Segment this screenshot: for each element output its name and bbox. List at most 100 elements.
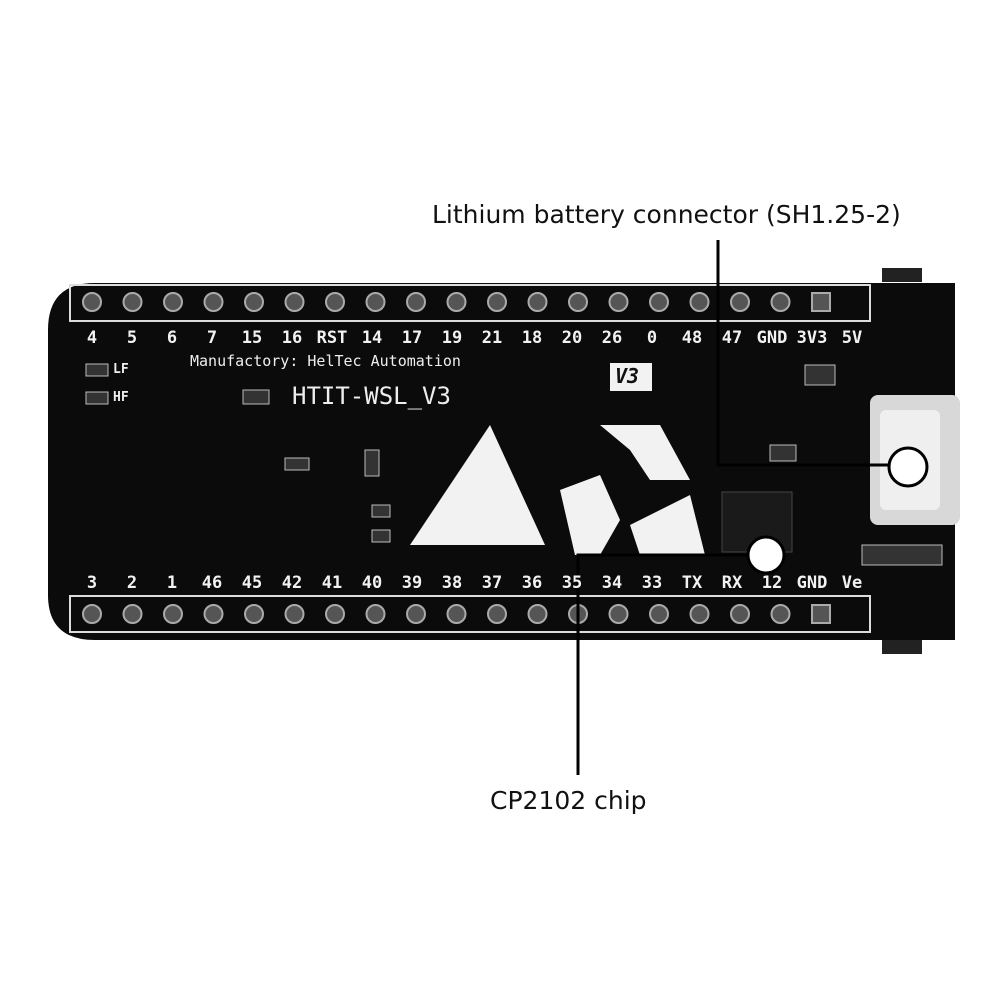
pin-label: 5	[126, 328, 138, 348]
chip-callout-line	[576, 553, 748, 775]
pin-label: 5V	[841, 328, 863, 348]
pin-hole	[284, 292, 305, 312]
pin-label: 16	[281, 328, 303, 348]
pin-hole	[82, 292, 102, 312]
pin-hole	[82, 604, 102, 624]
bottom-pin-labels: 3 2 1 46 45 42 41 40 39 38 37 36 35 34 33 TX RX 12 GND Ve	[72, 573, 872, 593]
pin-label: 45	[241, 573, 263, 593]
pin-label: 38	[441, 573, 463, 593]
chip-callout: CP2102 chip	[490, 786, 647, 815]
pin-hole	[770, 604, 791, 624]
version-badge-bg	[610, 363, 652, 391]
pin-hole	[203, 292, 224, 312]
pin-hole	[203, 604, 224, 624]
pin-hole	[163, 604, 183, 624]
pin-hole	[730, 604, 750, 624]
pin-label: 19	[441, 328, 463, 348]
pin-label: GND	[796, 573, 828, 593]
manufacturer-text: Manufactory: HelTec Automation	[190, 352, 461, 370]
pin-label: 17	[401, 328, 423, 348]
pin-label: RST	[316, 328, 348, 348]
pin-label: 20	[561, 328, 583, 348]
pin-label: 39	[401, 573, 423, 593]
battery-connector-callout: Lithium battery connector (SH1.25-2)	[432, 200, 901, 229]
pin-label: 21	[481, 328, 503, 348]
pin-hole	[325, 604, 345, 624]
pin-hole	[446, 292, 467, 312]
pin-label: 40	[361, 573, 383, 593]
pin-label: 34	[601, 573, 623, 593]
pin-label: 37	[481, 573, 503, 593]
pin-hole	[527, 604, 548, 624]
pin-hole	[244, 292, 264, 312]
pin-hole	[730, 292, 750, 312]
top-pin-labels: 4 5 6 7 15 16 RST 14 17 19 21 18 20 26 0 48 47 GND 3V3 5V	[72, 328, 872, 348]
top-header-outline	[69, 284, 871, 322]
pin-label: 18	[521, 328, 543, 348]
chip-callout-marker	[746, 535, 786, 575]
pin-hole	[406, 292, 426, 312]
pin-hole	[325, 292, 345, 312]
model-label: HTIT-WSL_V3	[292, 382, 451, 410]
pin-label: 35	[561, 573, 583, 593]
recycle-symbol	[560, 425, 705, 555]
battery-callout-marker	[887, 446, 929, 488]
pin-hole	[446, 604, 467, 624]
pin-hole	[608, 292, 629, 312]
smd-components	[85, 363, 943, 566]
pin-label: 12	[761, 573, 783, 593]
bottom-header-outline	[69, 595, 871, 633]
pin-hole	[365, 604, 386, 624]
pin-label: 14	[361, 328, 383, 348]
pin-label: 33	[641, 573, 663, 593]
pin-hole	[487, 604, 507, 624]
pin-label: 26	[601, 328, 623, 348]
pin-hole	[689, 604, 710, 624]
pin-hole	[527, 292, 548, 312]
pin-hole	[568, 292, 588, 312]
esd-symbol	[410, 425, 545, 545]
pin-hole	[122, 604, 143, 624]
pin-hole	[163, 292, 183, 312]
pin-hole	[811, 604, 831, 624]
pin-label: RX	[721, 573, 743, 593]
bottom-pin-holes	[82, 604, 831, 624]
button-bottom	[882, 640, 922, 654]
pin-label: 47	[721, 328, 743, 348]
pin-label: Ve	[841, 573, 863, 593]
pin-label: 36	[521, 573, 543, 593]
pin-hole	[689, 292, 710, 312]
pin-label: 3V3	[796, 328, 828, 348]
pin-hole	[649, 292, 669, 312]
pin-label: 48	[681, 328, 703, 348]
lf-label: LF	[113, 362, 129, 377]
battery-callout-line	[716, 240, 890, 467]
pin-hole	[122, 292, 143, 312]
pin-hole	[244, 604, 264, 624]
pin-label: TX	[681, 573, 703, 593]
pin-label: 7	[206, 328, 218, 348]
pin-hole	[608, 604, 629, 624]
pin-hole	[406, 604, 426, 624]
pin-hole	[365, 292, 386, 312]
button-top	[882, 268, 922, 282]
pin-label: 1	[166, 573, 178, 593]
pin-label: 15	[241, 328, 263, 348]
pin-label: 0	[646, 328, 658, 348]
pin-hole	[811, 292, 831, 312]
pin-label: 42	[281, 573, 303, 593]
pin-label: 46	[201, 573, 223, 593]
pin-label: 4	[86, 328, 98, 348]
version-badge: V3	[615, 364, 640, 388]
top-pin-holes	[82, 292, 831, 312]
pin-label: 3	[86, 573, 98, 593]
pin-hole	[770, 292, 791, 312]
pin-hole	[284, 604, 305, 624]
pin-hole	[649, 604, 669, 624]
pin-hole	[487, 292, 507, 312]
pin-label: 2	[126, 573, 138, 593]
pin-label: 41	[321, 573, 343, 593]
pin-label: 6	[166, 328, 178, 348]
pin-label: GND	[756, 328, 788, 348]
